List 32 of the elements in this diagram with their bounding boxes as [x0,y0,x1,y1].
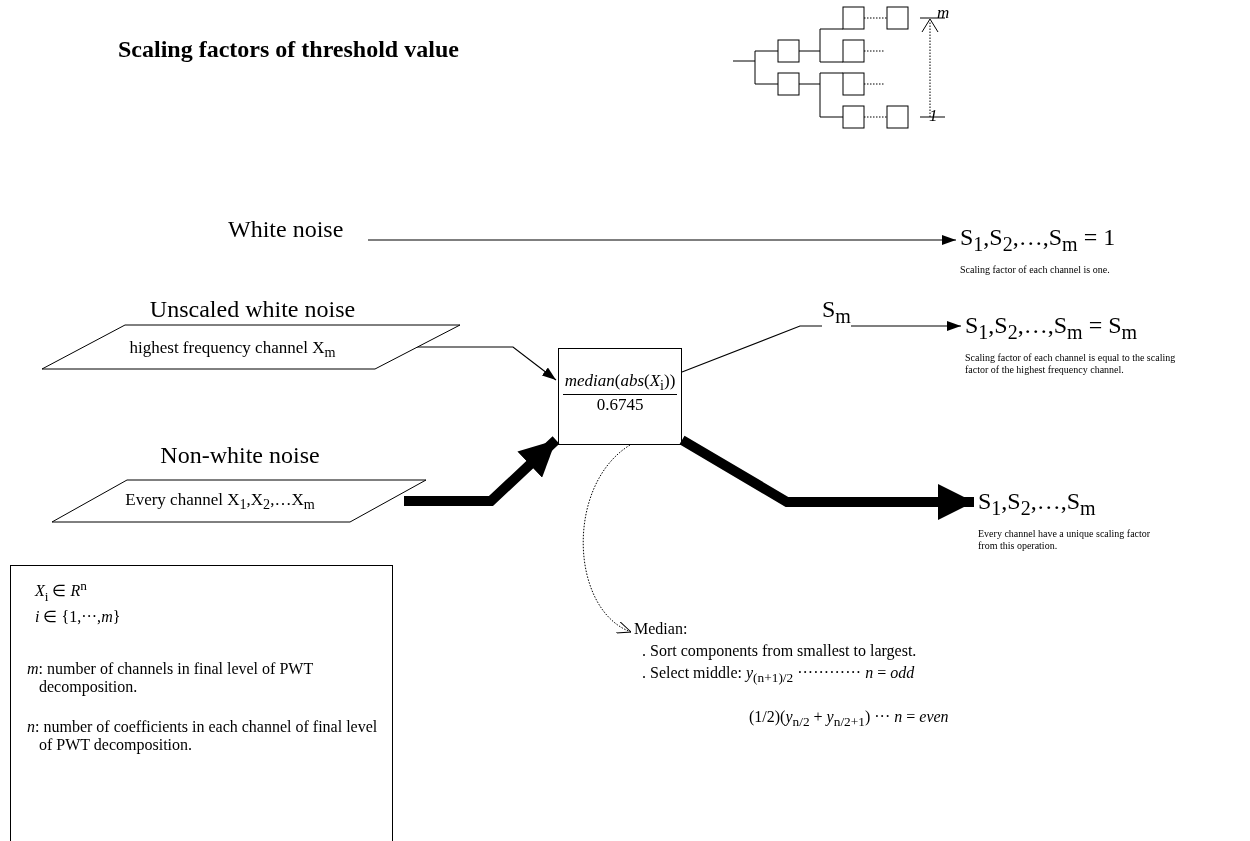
note-text: (1/2)(y$_{n/2}$ + y$_{n/2+1}$) ··· n = even [749,708,949,730]
arrow [582,444,632,633]
arrow [679,435,974,520]
math-expression: X$_{i}$ ∈ R$^{n}$ [35,578,88,604]
definition-text: m: number of channels in final level of PWT decomposition. [27,660,314,697]
fraction-numerator: median(abs(X$_{i}$)) [562,371,678,396]
axis-label: 1 [929,106,938,126]
arrow [367,235,957,245]
input-heading: Non-white noise [159,442,321,470]
input-text: highest frequency channel X$_{m}$ [128,338,337,361]
arrow [681,321,962,373]
description-text: Scaling factor of each channel is equal to the scaling factor of the highest frequency channel. [965,352,1177,376]
formula-box [558,348,682,445]
arrow [416,346,557,381]
arrow [404,436,560,506]
input-text: Every channel X$_{1}$,X$_{2}$,…X$_{m}$ [124,490,316,513]
result-formula: S$_{1}$,S$_{2}$,…,S$_{m}$ = 1 [960,224,1116,256]
result-formula: S$_{1}$,S$_{2}$,…,S$_{m}$ = S$_{m}$ [965,312,1138,344]
diagram-title: Scaling factors of threshold value [118,36,459,64]
note-text: . Sort components from smallest to largest. [642,642,917,661]
definition-box [10,565,393,841]
note-heading: Median: [634,620,688,639]
fraction-denominator: 0.6745 [595,395,645,416]
definition-text: n: number of coefficients in each channel of final level of PWT decomposition. [27,718,379,755]
math-expression: i ∈ {1,···,m} [35,608,122,627]
result-formula: S$_{1}$,S$_{2}$,…,S$_{m}$ [978,488,1096,520]
axis-label: m [937,3,950,23]
input-heading: Unscaled white noise [148,296,357,324]
description-text: Every channel have a unique scaling factor from this operation. [978,528,1152,552]
note-text: . Select middle: y$_{(n+1)/2}$ ············ n = odd [642,664,915,686]
noise-label: White noise [228,216,344,244]
description-text: Scaling factor of each channel is one. [960,264,1111,276]
